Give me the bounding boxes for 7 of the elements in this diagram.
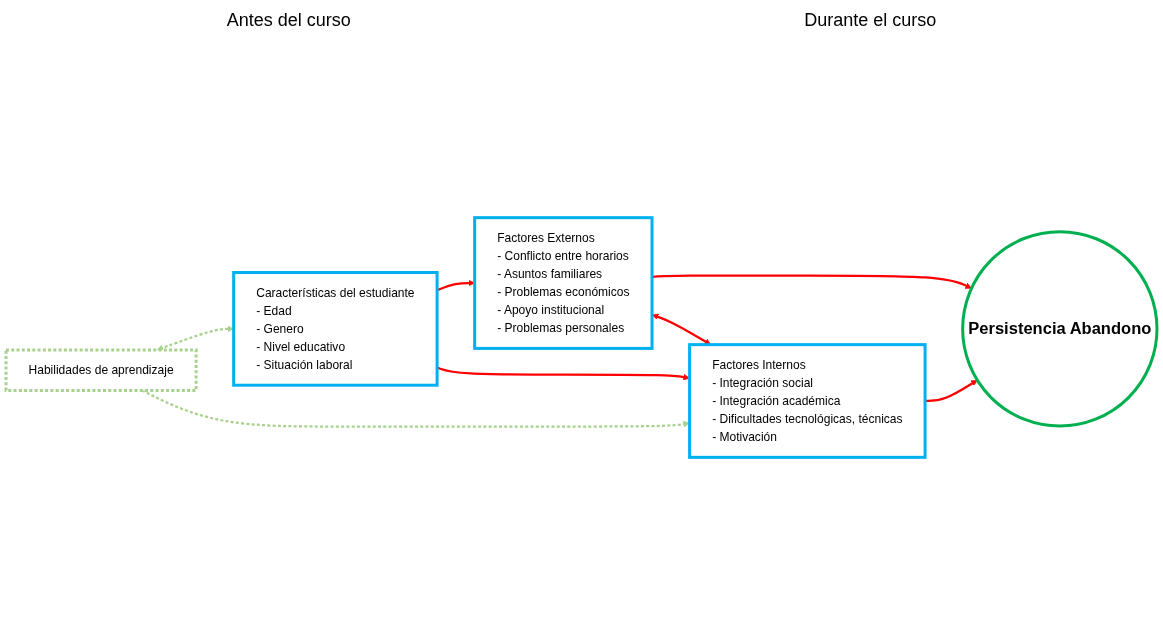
node-box: Factores Internos - Integración social - Integración académica - Dificultades tecnológicas, técnicas - Motivación: [688, 343, 927, 459]
node-box: Habilidades de aprendizaje: [4, 348, 198, 392]
section-heading: Durante el curso: [804, 9, 937, 31]
node-box: Características del estudiante - Edad - Genero - Nivel educativo - Situación laboral: [232, 271, 439, 387]
node-circle: Persistencia Abandono: [961, 230, 1159, 428]
node-box: Factores Externos - Conflicto entre horarios - Asuntos familiares - Problemas económicos - Apoyo institucional - Problemas personales: [473, 216, 654, 350]
section-heading: Antes del curso: [226, 9, 351, 31]
